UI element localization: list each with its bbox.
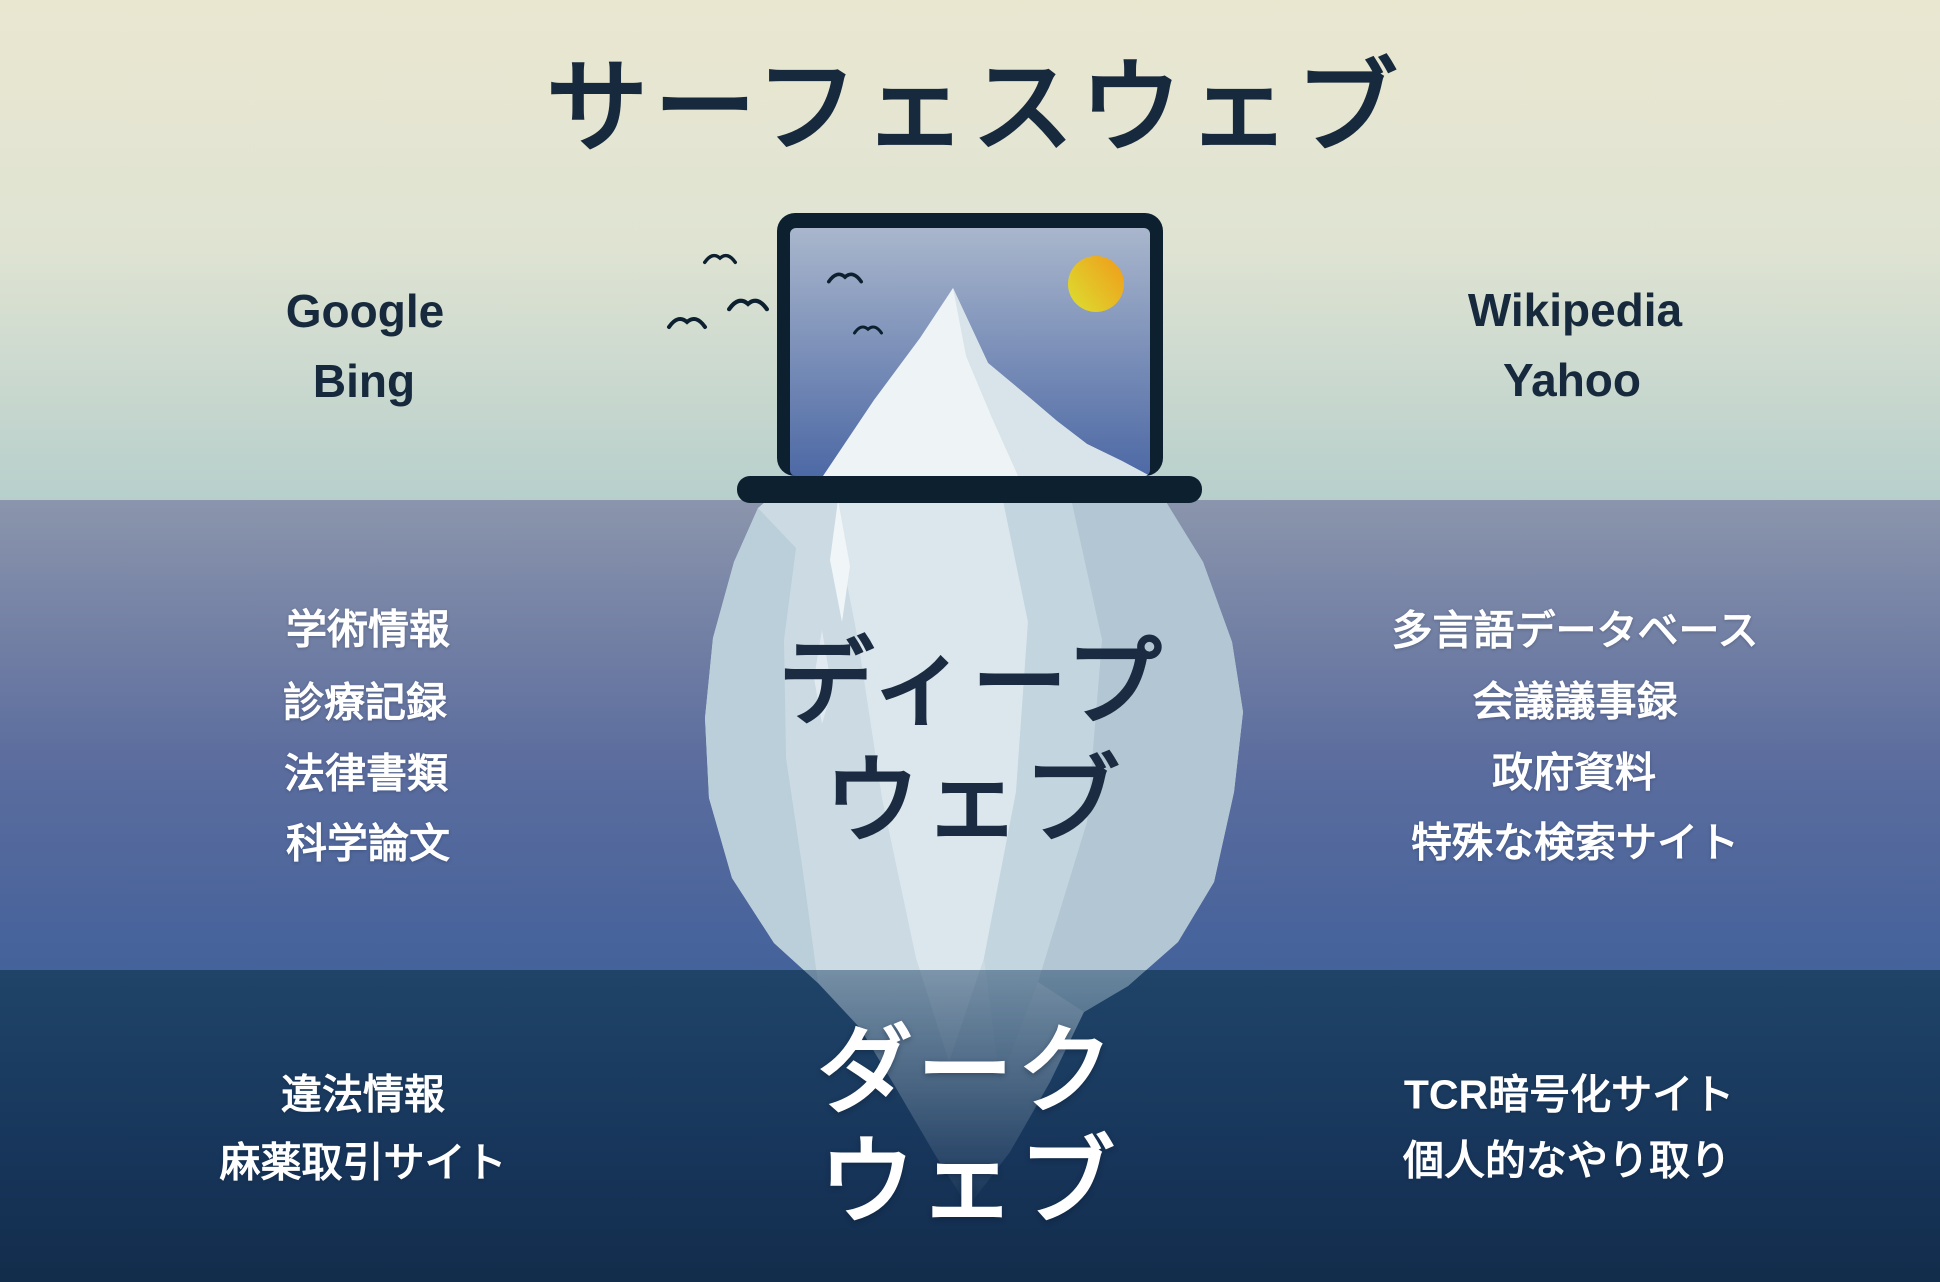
deep-left-label: 法律書類 <box>284 750 448 797</box>
surface-web-title: サーフェスウェブ <box>546 53 1404 166</box>
dark-left-label: 麻薬取引サイト <box>219 1139 507 1186</box>
deep-right-label: 特殊な検索サイト <box>1411 819 1739 866</box>
deep-web-title-line1: ディープ <box>778 630 1166 737</box>
laptop-base <box>737 476 1202 503</box>
surface-left-label-google: Google <box>285 285 445 337</box>
dark-web-title-line1: ダーク <box>817 1018 1117 1125</box>
surface-right-label-wikipedia: Wikipedia <box>1467 284 1683 336</box>
deep-left-label: 科学論文 <box>286 820 450 867</box>
surface-left-label-bing: Bing <box>312 355 416 407</box>
deep-right-label: 多言語データベース <box>1391 607 1759 654</box>
sun-icon <box>1068 256 1124 312</box>
deep-right-label: 政府資料 <box>1492 749 1656 796</box>
dark-right-label: 個人的なやり取り <box>1403 1137 1731 1184</box>
dark-left-label: 違法情報 <box>281 1071 445 1118</box>
deep-web-title-line2: ウェブ <box>824 748 1124 855</box>
dark-right-label: TCR暗号化サイト <box>1403 1071 1735 1118</box>
laptop-icon <box>737 213 1202 503</box>
surface-right-label-yahoo: Yahoo <box>1502 354 1642 406</box>
iceberg-peak-shade <box>953 288 1150 476</box>
deep-right-label: 会議議事録 <box>1472 678 1678 725</box>
deep-left-label: 学術情報 <box>286 606 450 653</box>
dark-web-title-line2: ウェブ <box>819 1129 1119 1236</box>
deep-left-label: 診療記録 <box>283 679 447 726</box>
